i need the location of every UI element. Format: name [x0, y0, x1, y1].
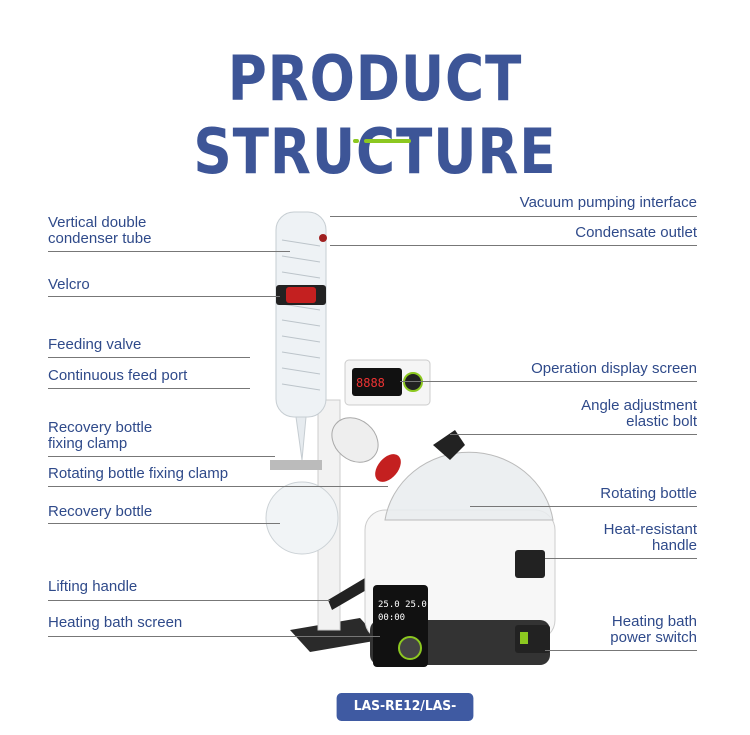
label-feeding-valve: Feeding valve — [48, 336, 142, 353]
display-knob — [403, 372, 423, 392]
leader-line — [330, 245, 697, 246]
label-recovery-bottle-clamp: Recovery bottle fixing clamp — [48, 419, 153, 452]
label-vacuum-interface: Vacuum pumping interface — [519, 194, 697, 211]
svg-text:8888: 8888 — [356, 376, 385, 390]
svg-text:00:00: 00:00 — [378, 613, 405, 623]
lifting-handle — [328, 575, 375, 610]
leader-line — [48, 251, 290, 252]
leader-line — [48, 600, 330, 601]
label-angle-bolt: Angle adjustment elastic bolt — [581, 397, 697, 430]
leader-line — [48, 357, 250, 358]
leader-line — [48, 636, 380, 637]
recovery-clamp — [270, 460, 322, 470]
label-continuous-feed-port: Continuous feed port — [48, 367, 188, 384]
svg-text:25.0 25.0: 25.0 25.0 — [378, 600, 427, 610]
leader-line — [545, 558, 697, 559]
label-operation-display: Operation display screen — [531, 360, 697, 377]
label-power-switch: Heating bath power switch — [610, 613, 697, 646]
leader-line — [545, 650, 697, 651]
label-velcro: Velcro — [48, 276, 90, 293]
heat-resistant-handle — [515, 550, 545, 578]
leader-line — [330, 216, 697, 217]
vapor-duct — [331, 417, 379, 463]
recovery-bottle — [265, 481, 339, 555]
base-plate — [290, 618, 380, 652]
condensate-outlet — [319, 234, 327, 242]
operation-display — [352, 368, 402, 396]
leader-line — [48, 523, 280, 524]
label-rotating-bottle: Rotating bottle — [600, 485, 697, 502]
accent-dot — [353, 139, 359, 143]
leader-line — [470, 506, 697, 507]
bath-knob — [398, 636, 422, 660]
rotating-clamp — [375, 454, 401, 482]
bath-lid — [384, 451, 554, 521]
model-badge: LAS-RE12/LAS-RE30 — [336, 693, 474, 735]
leader-line — [450, 434, 697, 435]
label-heat-resistant-handle: Heat-resistant handle — [603, 521, 697, 554]
label-lifting-handle: Lifting handle — [48, 578, 138, 595]
label-heating-bath-screen: Heating bath screen — [48, 614, 183, 631]
feed-tube — [295, 416, 307, 461]
leader-line — [400, 381, 697, 382]
leader-line — [48, 388, 250, 389]
leader-line — [48, 296, 280, 297]
page-title: PRODUCT STRUCTURE — [193, 42, 557, 188]
leader-line — [48, 456, 275, 457]
elastic-bolt — [433, 430, 465, 460]
label-condensate-outlet: Condensate outlet — [575, 224, 697, 241]
label-rotating-bottle-clamp: Rotating bottle fixing clamp — [48, 465, 229, 482]
leader-line — [48, 486, 388, 487]
label-condenser-tube: Vertical double condenser tube — [48, 214, 152, 247]
accent-bar — [364, 139, 411, 143]
label-recovery-bottle: Recovery bottle — [48, 503, 153, 520]
